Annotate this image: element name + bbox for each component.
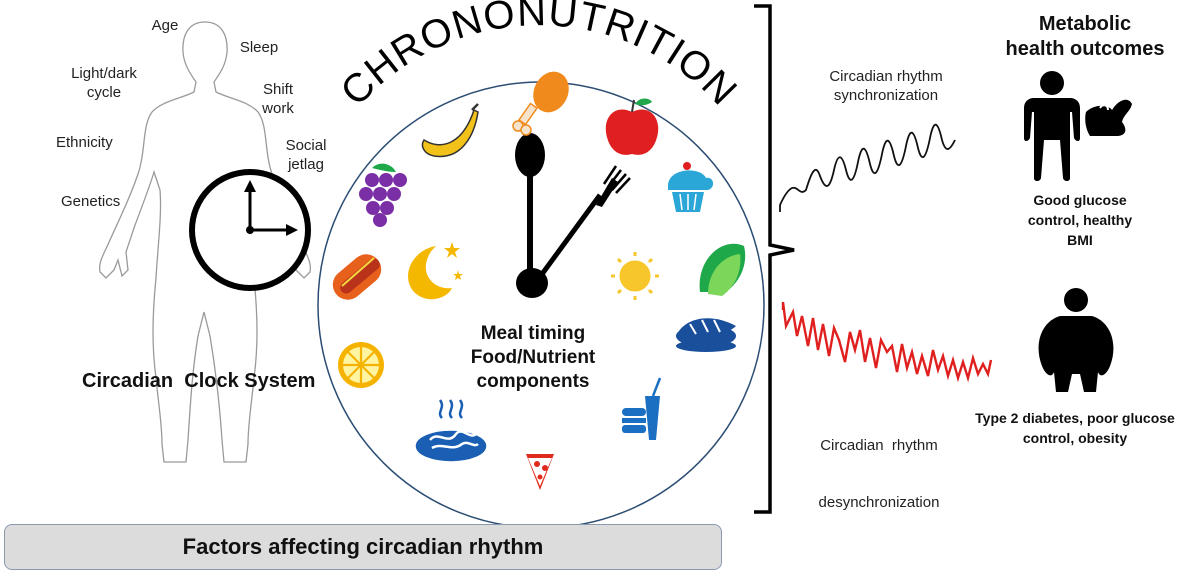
fast-food-icon: [622, 377, 662, 440]
lemon-slice-icon: [338, 342, 384, 388]
pasta-icon: [415, 399, 487, 462]
center-line1: Meal timing: [480, 323, 586, 344]
sun-icon: [611, 252, 659, 300]
hotdog-icon: [332, 254, 382, 300]
good-outcome-line3: BMI: [1067, 232, 1093, 248]
bad-outcome-line2: control, obesity: [1022, 430, 1128, 446]
bad-outcome-label: Type 2 diabetes, poor glucose control, o…: [964, 408, 1186, 448]
sync-label-line2: synchronization: [833, 87, 939, 104]
center-line3: components: [476, 371, 590, 392]
sync-label: Circadian rhythm synchronization: [812, 67, 960, 105]
factors-banner: Factors affecting circadian rhythm: [4, 524, 722, 570]
factor-light-dark-line1: Light/dark: [71, 65, 137, 82]
chicken-drumstick-icon: [512, 71, 569, 136]
flexed-arm-icon: [1085, 99, 1132, 136]
desync-label-line1: Circadian rhythm: [820, 437, 938, 454]
moon-stars-icon: [408, 242, 463, 300]
desync-wave: [781, 301, 993, 383]
outcomes-heading-line2: health outcomes: [1005, 38, 1165, 60]
center-line2: Food/Nutrient: [470, 347, 596, 368]
factor-ethnicity: Ethnicity: [56, 134, 113, 151]
outcomes-heading: Metabolic health outcomes: [1000, 12, 1170, 62]
outcomes-heading-line1: Metabolic: [1038, 13, 1132, 35]
factor-age: Age: [151, 17, 179, 34]
desync-label: Circadian rhythm desynchronization: [790, 398, 968, 531]
factor-social-jetlag: Social jetlag: [278, 136, 334, 174]
factor-light-dark: Light/dark cycle: [58, 64, 150, 102]
sync-label-line1: Circadian rhythm: [829, 68, 943, 85]
fork-icon: [531, 165, 631, 287]
circadian-clock-label: Circadian Clock System: [82, 370, 316, 392]
cupcake-icon: [668, 162, 714, 212]
spoon-icon: [515, 133, 545, 280]
factor-social-jetlag-line2: jetlag: [288, 156, 324, 173]
sushi-icon: [676, 318, 736, 352]
good-outcome-label: Good glucose control, healthy BMI: [1010, 190, 1150, 250]
sync-wave: [779, 123, 956, 212]
taco-icon: [699, 243, 746, 296]
obese-person-icon: [1038, 288, 1114, 392]
factor-light-dark-line2: cycle: [86, 84, 122, 101]
factor-sleep: Sleep: [239, 39, 279, 56]
bracket-icon: [754, 4, 795, 514]
good-outcome-line1: Good glucose: [1033, 192, 1127, 208]
bad-outcome-line1: Type 2 diabetes, poor glucose: [975, 410, 1175, 426]
grapes-icon: [359, 163, 407, 227]
desync-label-line2: desynchronization: [818, 494, 940, 511]
factor-shift-work-line2: work: [262, 100, 294, 117]
banana-icon: [421, 103, 479, 158]
pizza-slice-icon: [526, 454, 554, 490]
factor-shift-work-line1: Shift: [262, 81, 293, 98]
meal-timing-text: Meal timing Food/Nutrient components: [458, 322, 608, 394]
factor-genetics: Genetics: [61, 193, 121, 210]
apple-icon: [605, 98, 659, 155]
clock-center-hub: [516, 268, 548, 298]
good-outcome-line2: control, healthy: [1027, 212, 1133, 228]
factor-social-jetlag-line1: Social: [285, 137, 327, 154]
factor-shift-work: Shift work: [252, 80, 304, 118]
healthy-person-icon: [1024, 71, 1080, 181]
wall-clock-icon: [189, 169, 311, 291]
